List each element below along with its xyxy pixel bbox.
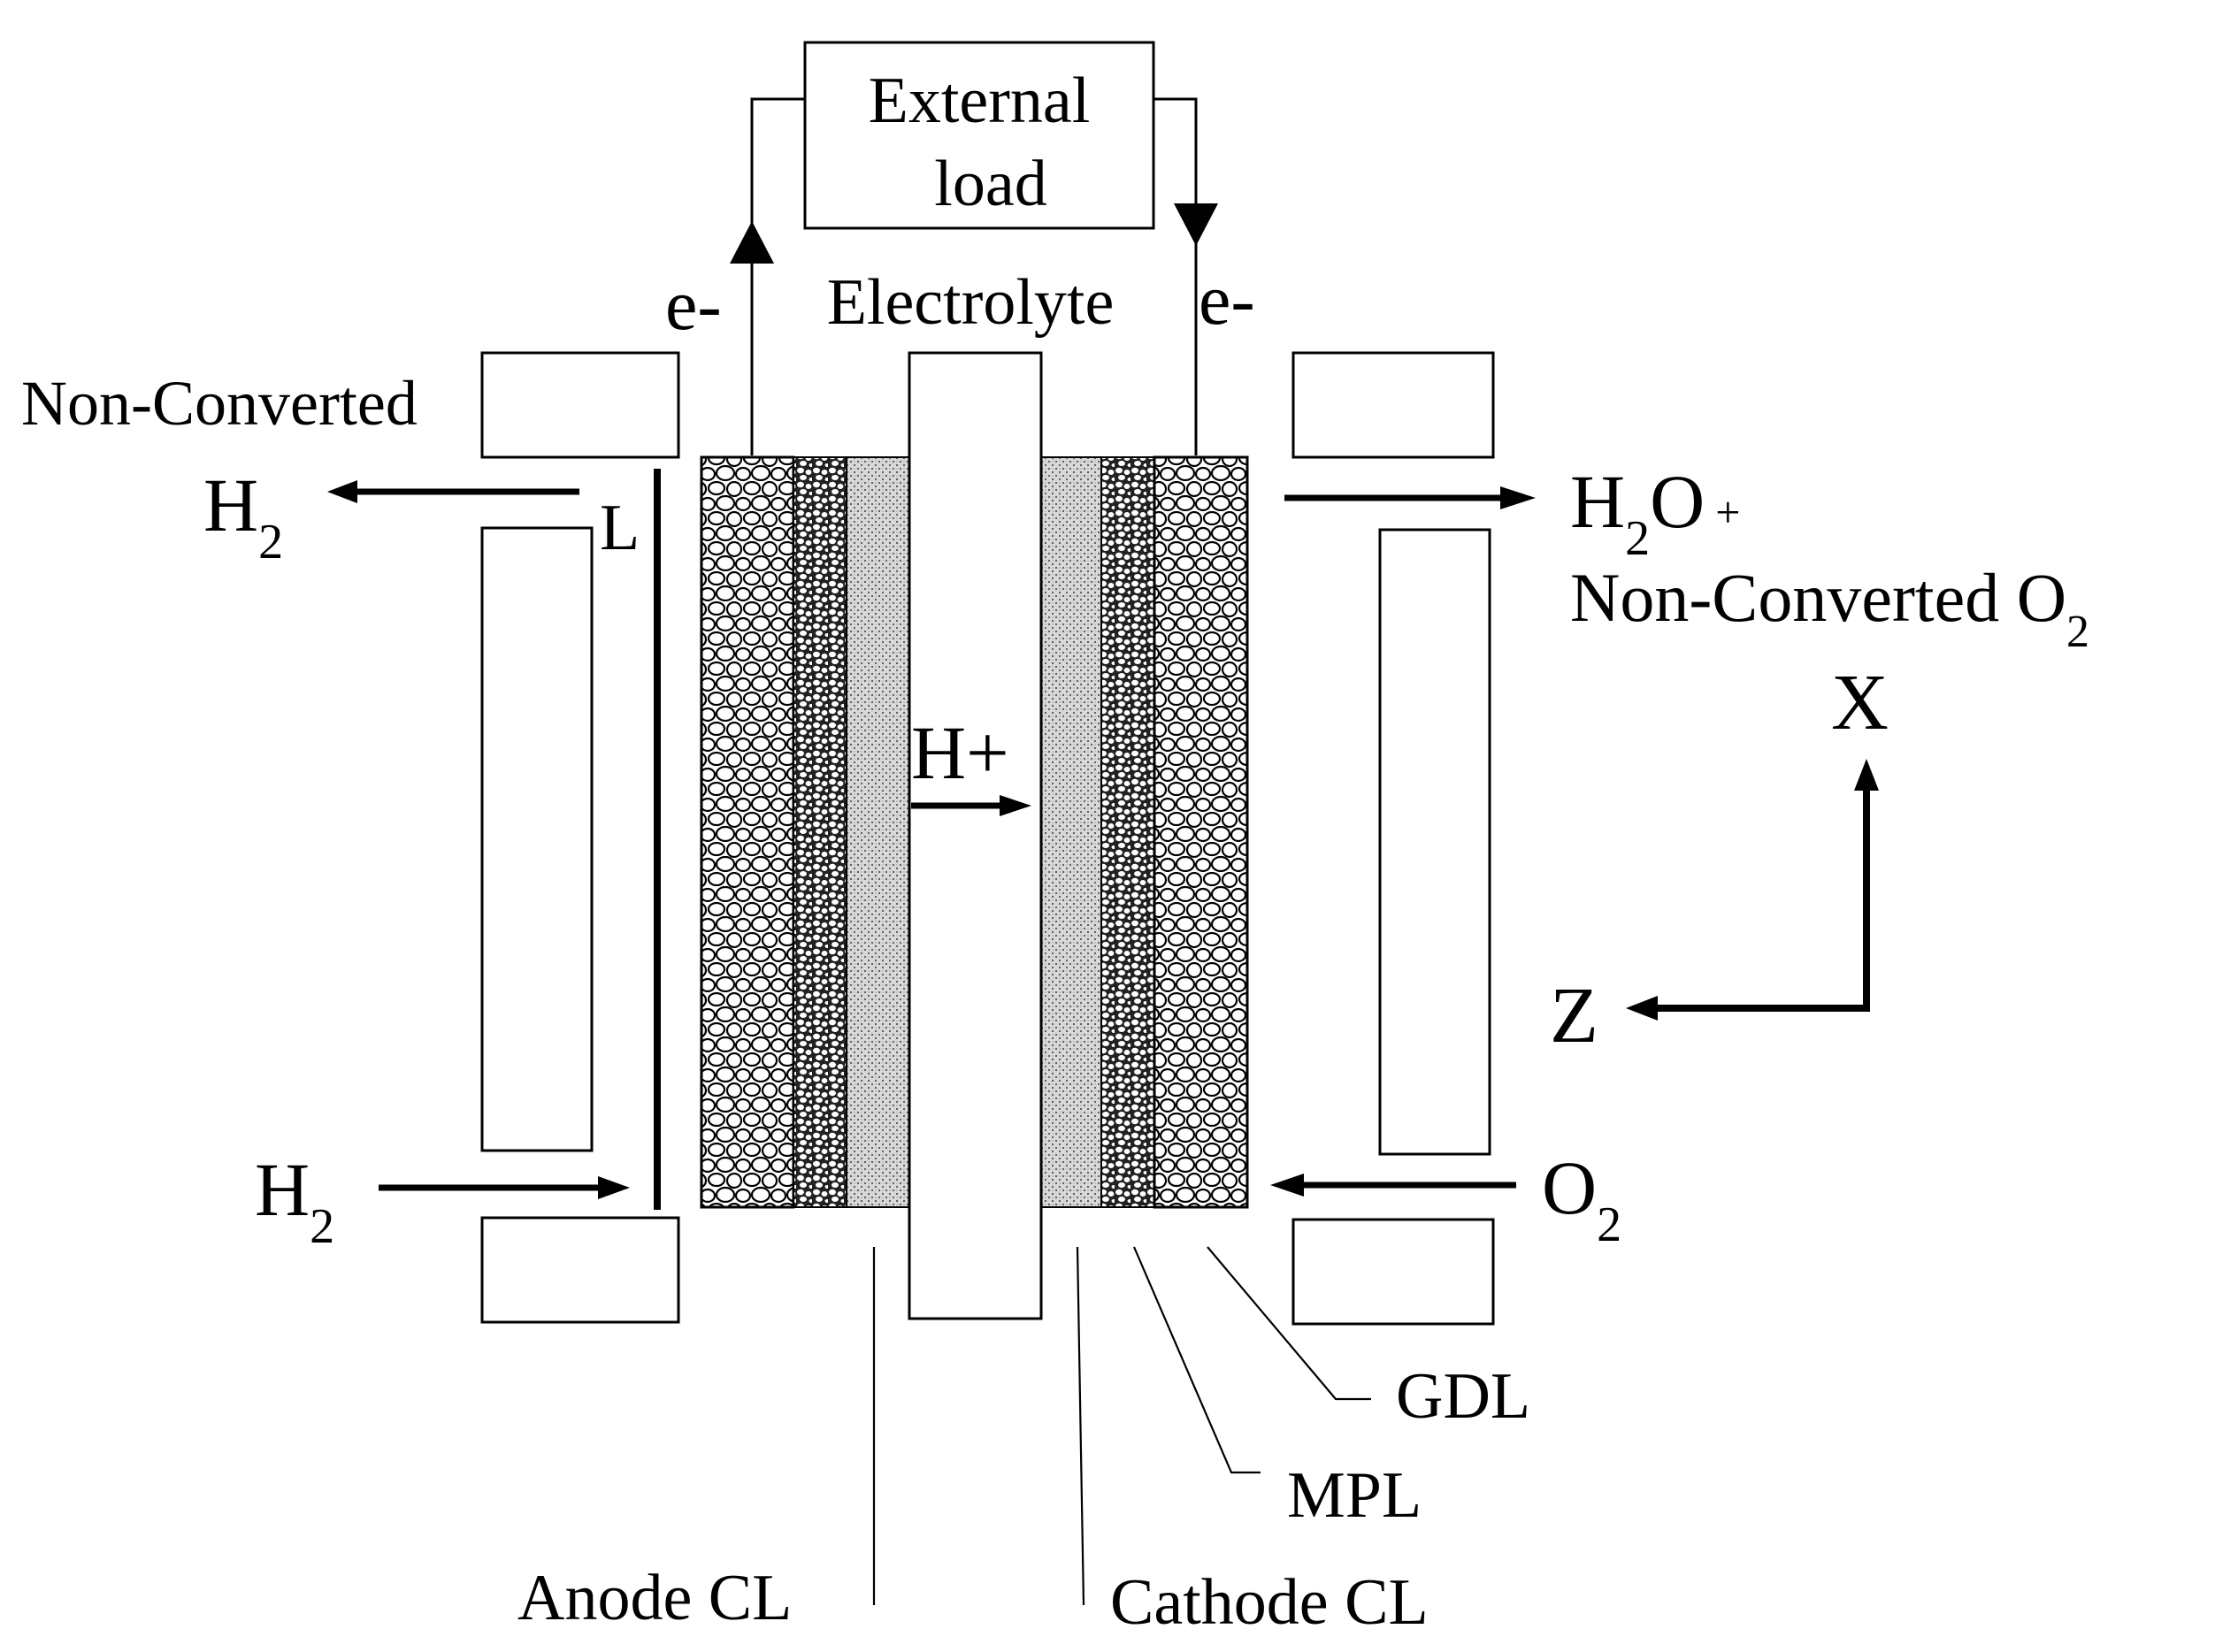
cathode-bottom-rib bbox=[1291, 1218, 1495, 1326]
h2-outlet-arrowhead-icon bbox=[327, 480, 357, 503]
non-converted-label: Non-Converted bbox=[21, 368, 418, 439]
z-axis-arrowhead-icon bbox=[1626, 996, 1658, 1021]
length-label: L bbox=[600, 492, 640, 564]
cathode-cl-label: Cathode CL bbox=[1110, 1566, 1429, 1639]
z-axis-label: Z bbox=[1550, 972, 1598, 1059]
anode-gdl bbox=[700, 455, 795, 1209]
electron-label-right: e- bbox=[1199, 259, 1255, 340]
h2-inlet-label: H2 bbox=[255, 1147, 334, 1254]
cathode-channel-plate bbox=[1378, 528, 1491, 1156]
external-circuit: External load e- e- Electrolyte bbox=[665, 41, 1255, 455]
external-load-label-line2: load bbox=[934, 148, 1046, 220]
electron-up-arrow-icon bbox=[730, 221, 774, 264]
electron-down-arrow-icon bbox=[1174, 203, 1218, 246]
cathode-top-rib bbox=[1291, 351, 1495, 459]
water-outlet-label: H2O+ bbox=[1570, 459, 1740, 566]
h2-outlet-label: H2 bbox=[203, 463, 283, 570]
flow-channels bbox=[480, 351, 1495, 1326]
water-outlet-arrowhead-icon bbox=[1500, 486, 1536, 509]
proton-arrowhead-icon bbox=[1000, 795, 1031, 816]
anode-channel-plate bbox=[480, 526, 594, 1152]
non-converted-o2-label: Non-Converted O2 bbox=[1570, 559, 2089, 657]
layer-callouts: GDL MPL Cathode CL Anode CL bbox=[517, 1246, 1530, 1639]
external-load-label-line1: External bbox=[869, 65, 1091, 137]
mpl-leader-line bbox=[1132, 1246, 1261, 1474]
gdl-leader-line bbox=[1207, 1246, 1371, 1401]
anode-cl-label: Anode CL bbox=[517, 1562, 792, 1634]
anode-bottom-rib bbox=[480, 1216, 680, 1324]
membrane-electrode-assembly bbox=[700, 351, 1249, 1320]
coordinate-axes: X Z bbox=[1550, 659, 1889, 1059]
cathode-wire bbox=[1153, 97, 1198, 455]
external-load-box bbox=[803, 41, 1155, 230]
proton-label: H+ bbox=[911, 710, 1009, 795]
gas-flows: L Non-Converted H2 H2 H2O+ Non-Converted… bbox=[21, 368, 2089, 1254]
electron-label-left: e- bbox=[665, 264, 722, 345]
anode-wire bbox=[750, 97, 805, 455]
mpl-label: MPL bbox=[1287, 1459, 1422, 1532]
gdl-label: GDL bbox=[1396, 1360, 1530, 1433]
electrolyte-label: Electrolyte bbox=[827, 266, 1115, 339]
cathode-gdl bbox=[1153, 455, 1249, 1209]
h2-inlet-arrowhead-icon bbox=[598, 1176, 630, 1199]
o2-inlet-label: O2 bbox=[1542, 1145, 1621, 1252]
x-axis-arrowhead-icon bbox=[1854, 759, 1879, 791]
anode-mpl bbox=[793, 456, 847, 1208]
cathode-cl bbox=[1040, 456, 1102, 1208]
x-axis-label: X bbox=[1831, 659, 1889, 746]
o2-inlet-arrowhead-icon bbox=[1270, 1174, 1304, 1197]
electrolyte-membrane bbox=[908, 351, 1043, 1320]
anode-cl bbox=[846, 456, 910, 1208]
anode-top-rib bbox=[480, 351, 680, 459]
cathode-mpl bbox=[1100, 456, 1155, 1208]
cathode-cl-leader-line bbox=[1076, 1246, 1085, 1606]
